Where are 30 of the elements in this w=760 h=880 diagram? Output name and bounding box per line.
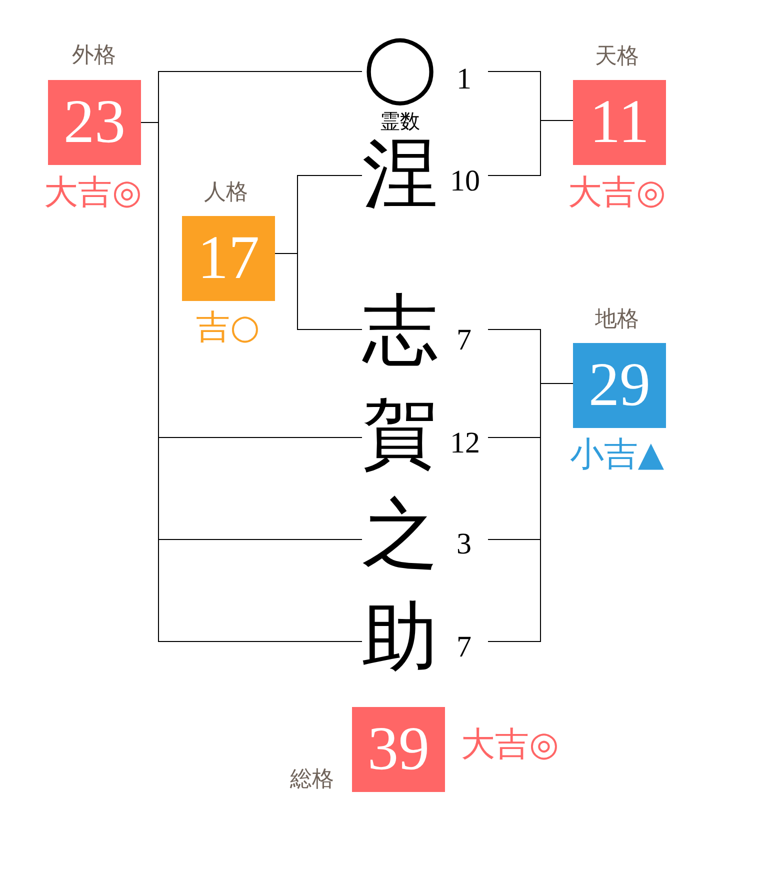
- fortune-rating: 吉○: [196, 309, 260, 347]
- category-label: 地格: [595, 308, 639, 332]
- score-tile: 17: [182, 216, 275, 301]
- stroke-count: 1: [456, 62, 472, 96]
- connector-line: [488, 120, 574, 176]
- fortune-rating: 大吉◎: [568, 174, 666, 212]
- category-label: 天格: [595, 44, 639, 70]
- stroke-count: 7: [456, 324, 472, 356]
- score-tile: 11: [573, 80, 666, 165]
- category-label: 総格: [290, 768, 334, 792]
- name-character: 之: [362, 497, 438, 573]
- stroke-count: 7: [456, 630, 472, 664]
- name-character: 賀: [362, 396, 438, 472]
- connector-line: [274, 253, 362, 330]
- stroke-count: 12: [450, 426, 480, 460]
- name-character: 助: [362, 600, 438, 676]
- fortune-rating: 大吉◎: [461, 726, 559, 764]
- score-tile: 39: [352, 707, 445, 792]
- category-label: 人格: [204, 180, 248, 206]
- name-character: 志: [362, 293, 438, 369]
- category-label: 外格: [72, 44, 116, 68]
- stroke-count: 10: [450, 164, 480, 198]
- fortune-rating: 小吉▲: [570, 436, 664, 474]
- spirit-number-label: 霊数: [380, 111, 420, 133]
- score-tile: 23: [48, 80, 141, 165]
- name-character: 涅: [362, 137, 438, 213]
- stroke-count: 3: [456, 528, 472, 560]
- fortune-rating: 大吉◎: [44, 174, 142, 212]
- score-tile: 29: [573, 343, 666, 428]
- placeholder-character: ◯: [363, 30, 437, 108]
